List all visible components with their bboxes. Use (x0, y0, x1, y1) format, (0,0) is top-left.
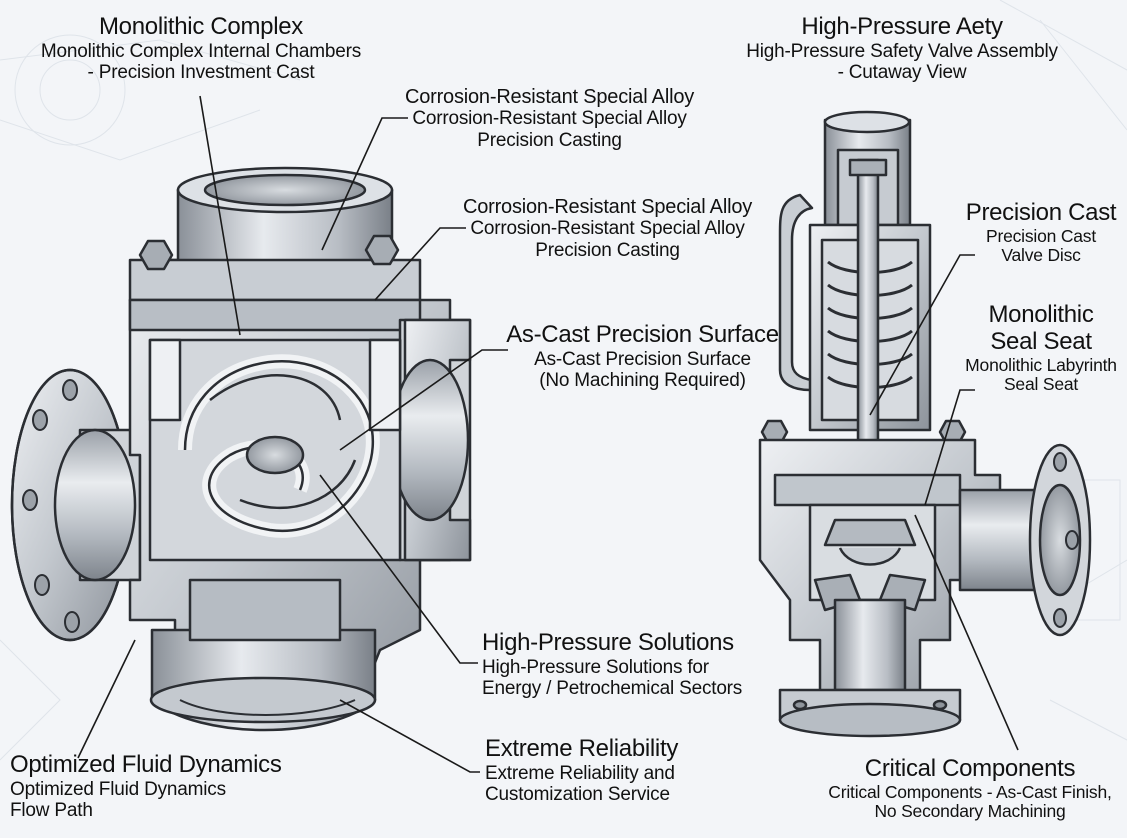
label-title: Monolithic (988, 301, 1094, 328)
label-line: Precision Casting (535, 239, 680, 261)
label-line: High-Pressure Safety Valve Assembly (746, 40, 1058, 62)
label-precision-cast: Precision Cast Precision Cast Valve Disc (960, 199, 1122, 266)
label-line: Monolithic Complex Internal Chambers (40, 40, 362, 62)
label-title: Corrosion-Resistant Special Alloy (404, 86, 695, 108)
label-corrosion-resistant-1: Corrosion-Resistant Special Alloy Corros… (392, 86, 707, 151)
leader-lines (77, 95, 1019, 773)
label-line: Flow Path (10, 800, 93, 822)
label-line: Corrosion-Resistant Special Alloy (470, 218, 745, 240)
label-title: Precision Cast (965, 199, 1117, 226)
label-line: Optimized Fluid Dynamics (10, 778, 226, 800)
label-title: Extreme Reliability (485, 735, 679, 762)
label-line: - Precision Investment Cast (87, 62, 315, 84)
label-title: As-Cast Precision Surface (506, 321, 779, 348)
label-high-pressure-solutions: High-Pressure Solutions High-Pressure So… (482, 629, 752, 700)
label-critical-components: Critical Components Critical Components … (815, 755, 1125, 822)
label-corrosion-resistant-2: Corrosion-Resistant Special Alloy Corros… (450, 196, 765, 261)
label-title: Corrosion-Resistant Special Alloy (462, 196, 753, 218)
label-line: Energy / Petrochemical Sectors (482, 678, 743, 700)
label-safety-valve-assembly: High-Pressure Aety High-Pressure Safety … (712, 13, 1092, 84)
label-extreme-reliability: Extreme Reliability Extreme Reliability … (485, 735, 735, 806)
label-line: High-Pressure Solutions for (482, 656, 709, 678)
label-line: As-Cast Precision Surface (534, 348, 751, 370)
label-line: Monolithic Labyrinth (965, 354, 1117, 375)
label-monolithic-complex: Monolithic Complex Monolithic Complex In… (0, 13, 402, 84)
label-line: Customization Service (485, 784, 670, 806)
label-line: No Secondary Machining (874, 801, 1066, 822)
label-line: Corrosion-Resistant Special Alloy (412, 108, 687, 130)
label-line: Precision Cast (985, 225, 1097, 246)
label-title: High-Pressure Aety (801, 13, 1003, 40)
label-title: Optimized Fluid Dynamics (10, 751, 282, 778)
label-title: Critical Components (864, 755, 1076, 782)
label-seal-seat: Monolithic Seal Seat Monolithic Labyrint… (955, 301, 1127, 395)
label-line: Extreme Reliability and (485, 762, 675, 784)
label-title: Monolithic Complex (98, 13, 303, 40)
label-line: - Cutaway View (837, 62, 967, 84)
label-line: Precision Casting (477, 129, 622, 151)
left-valve-body (10, 166, 472, 732)
label-as-cast-surface: As-Cast Precision Surface As-Cast Precis… (495, 321, 790, 392)
label-title: High-Pressure Solutions (482, 629, 734, 656)
label-line: (No Machining Required) (539, 370, 746, 392)
label-optimized-fluid-dynamics: Optimized Fluid Dynamics Optimized Fluid… (10, 751, 310, 822)
label-line: Critical Components - As-Cast Finish, (828, 781, 1112, 802)
label-line: Seal Seat (1003, 374, 1079, 395)
label-title: Seal Seat (990, 327, 1092, 355)
right-valve-body (758, 110, 1092, 738)
label-line: Valve Disc (1001, 245, 1081, 266)
